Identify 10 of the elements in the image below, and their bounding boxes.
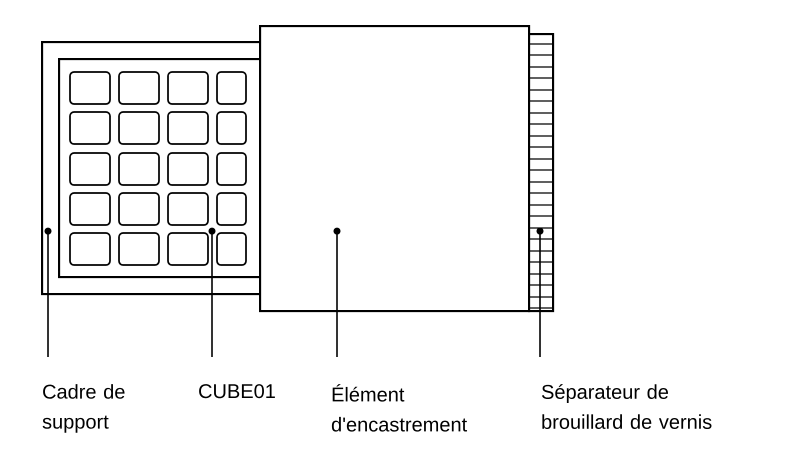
- leader-line: [44, 228, 52, 357]
- leader-line: [334, 228, 340, 357]
- part-label: CUBE01: [199, 384, 275, 398]
- cube-grid: [58, 58, 262, 278]
- part-label: Séparateur de brouillard de vernis: [542, 384, 712, 429]
- leader-line: [208, 228, 216, 357]
- mist-separator: [528, 33, 554, 312]
- part-label: Cadre de support: [42, 384, 125, 433]
- leader-line: [536, 228, 544, 357]
- part-label: Élément d'encastrement: [332, 384, 468, 432]
